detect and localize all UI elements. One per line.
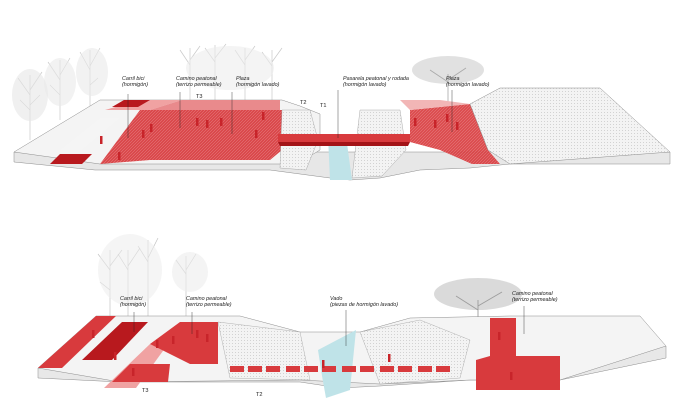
people-top bbox=[100, 112, 459, 160]
walkway-left-bottom bbox=[150, 322, 218, 364]
tree-right-top bbox=[412, 56, 484, 120]
label-walkway-top: Camino peatonal(terrizo permeable) bbox=[176, 76, 222, 89]
label-plaza-left-top: Plaza(hormigón lavado) bbox=[236, 76, 280, 89]
tick-t2-top: T2 bbox=[300, 100, 307, 106]
bike-lane-top bbox=[50, 154, 92, 164]
water-channel-bottom bbox=[318, 330, 356, 398]
tick-t1-top: T1 bbox=[320, 103, 327, 109]
label-walkway-right-bottom: Camino peatonal(terrizo permeable) bbox=[512, 291, 558, 304]
paving-right-top bbox=[469, 87, 671, 165]
label-plaza-right-top: Plaza(hormigón lavado) bbox=[446, 76, 490, 89]
water-channel-top bbox=[328, 136, 352, 180]
leaders-top bbox=[127, 90, 453, 138]
tick-t2-bottom: T2 bbox=[256, 392, 263, 398]
footbridge-top bbox=[278, 134, 410, 142]
label-ford-bottom: Vado(piezas de hormigón lavado) bbox=[330, 296, 399, 309]
label-footbridge-top: Pasarela peatonal y rodada(hormigón lava… bbox=[343, 76, 409, 89]
label-bike-lane-bottom: Carril bici(hormigón) bbox=[120, 296, 147, 309]
ford-pieces bbox=[230, 366, 450, 372]
plaza-left-red bbox=[100, 110, 282, 164]
bike-lane-bottom bbox=[38, 316, 116, 368]
plaza-right-red bbox=[410, 104, 500, 164]
label-walkway-left-bottom: Camino peatonal(terrizo permeable) bbox=[186, 296, 232, 309]
people-bottom bbox=[92, 330, 513, 380]
tick-t3-bottom: T3 bbox=[142, 388, 149, 394]
leaders-bottom bbox=[133, 306, 525, 346]
bottom-section bbox=[37, 234, 667, 398]
tick-t3-top: T3 bbox=[196, 94, 203, 100]
walkway-right-bottom bbox=[476, 318, 560, 390]
top-section bbox=[12, 43, 671, 181]
label-bike-lane-top: Carril bici(hormigón) bbox=[122, 76, 149, 89]
